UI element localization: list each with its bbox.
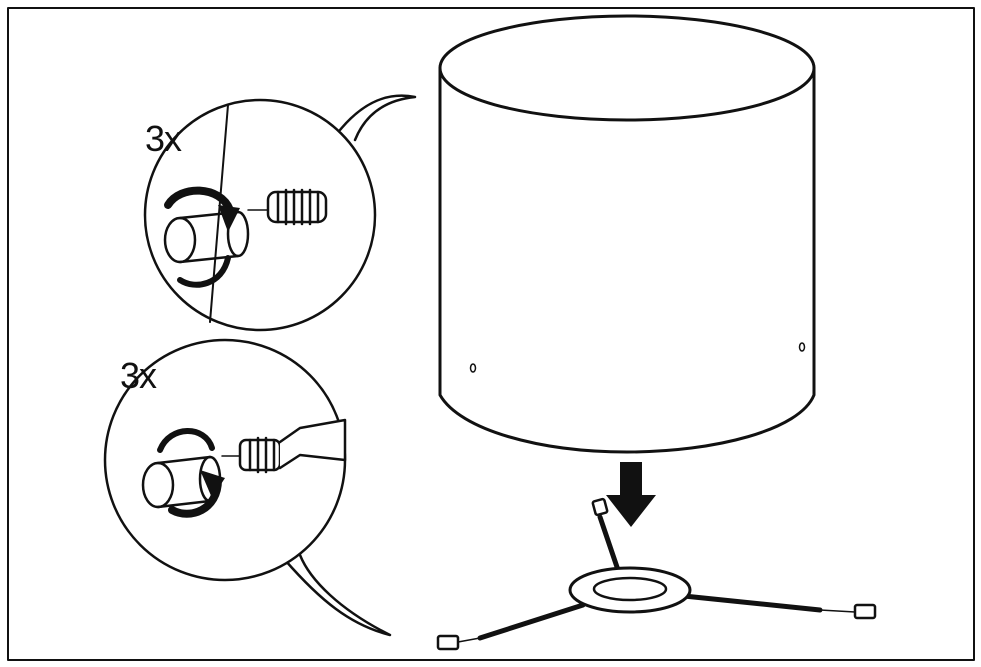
lamp-shade: [438, 14, 816, 454]
screw-hole: [798, 342, 806, 352]
callout-screw: [103, 338, 392, 637]
bolt-icon: [238, 436, 282, 474]
screwdriver-icon: [278, 418, 347, 470]
quantity-label-step2: 3x: [120, 355, 157, 396]
down-arrow-icon: [606, 462, 656, 527]
frame: [7, 7, 975, 661]
quantity-label-step1: 3x: [145, 118, 182, 159]
callout-tighten: [143, 94, 417, 332]
rotate-arrow-icon: [164, 186, 234, 214]
rotate-arrow-icon: [157, 428, 215, 453]
shade-frame: [436, 497, 877, 651]
bolt-icon: [266, 188, 328, 226]
screw-hole: [469, 363, 477, 373]
